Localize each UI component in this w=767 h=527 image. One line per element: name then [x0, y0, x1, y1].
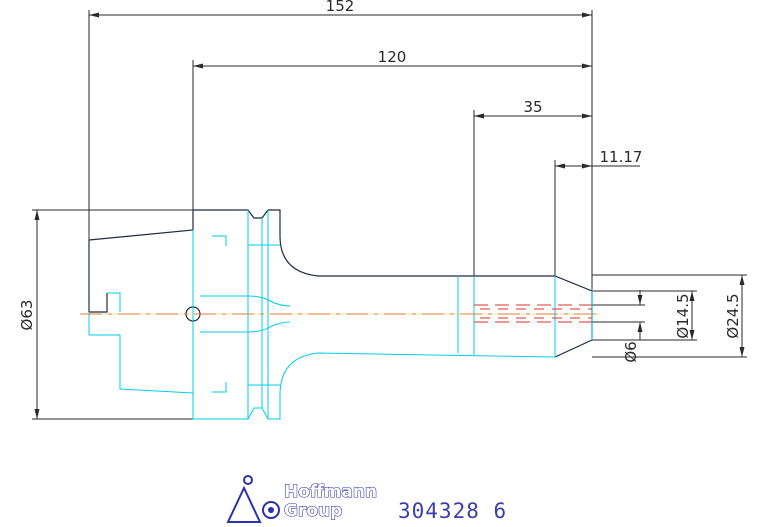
dim-text-35: 35 [523, 98, 542, 116]
arrow-120-right [582, 63, 592, 69]
bore-upper [200, 295, 291, 307]
part-contour-upper [88, 209, 593, 358]
body-lower [279, 352, 556, 396]
arrow-11-17-left [555, 163, 565, 169]
dimension-lines [32, 10, 747, 420]
arrow-152-right [582, 12, 592, 18]
part-number: 304328 6 [398, 499, 507, 523]
dim-text-152: 152 [326, 0, 355, 15]
logo-triangle [226, 485, 262, 523]
gear-icon [262, 501, 280, 519]
arrow-35-left [474, 113, 484, 119]
arrow-24-5-bottom [739, 347, 745, 357]
logo-line-2: Group [284, 501, 342, 521]
arrow-63-bottom [34, 409, 40, 419]
shank-lower-contour [89, 334, 194, 394]
dim-text-24-5: Ø24.5 [724, 293, 742, 338]
arrow-14-5-bottom [689, 330, 695, 340]
arrow-6-bottom [637, 322, 643, 332]
arrow-152-left [89, 12, 99, 18]
logo-line-1: Hoffmann [284, 482, 377, 502]
dim-text-11-17: 11.17 [600, 148, 643, 166]
flange-keyway-top [212, 235, 227, 246]
arrow-120-left [193, 63, 203, 69]
logo-dot [243, 475, 253, 485]
arrow-24-5-top [739, 275, 745, 285]
arrow-63-top [34, 210, 40, 220]
notch-inner [107, 292, 121, 312]
dim-text-14-5: Ø14.5 [674, 293, 692, 338]
arrow-14-5-top [689, 291, 695, 301]
arrow-35-right [582, 113, 592, 119]
dim-text-63: Ø63 [18, 300, 36, 331]
dim-text-120: 120 [378, 48, 407, 66]
flange-keyway-bottom [212, 382, 227, 393]
part-notch [89, 293, 108, 313]
arrowheads [34, 12, 745, 419]
hidden-lines [80, 304, 600, 323]
arrow-6-top [637, 295, 643, 305]
bore-lower [200, 321, 291, 333]
part-outline [88, 209, 593, 358]
hoffmann-logo: Hoffmann Group [226, 475, 378, 523]
arrow-11-17-right [582, 163, 592, 169]
logo-mark [226, 475, 262, 523]
dim-text-6: Ø6 [622, 341, 640, 362]
flange-lower [192, 230, 281, 420]
